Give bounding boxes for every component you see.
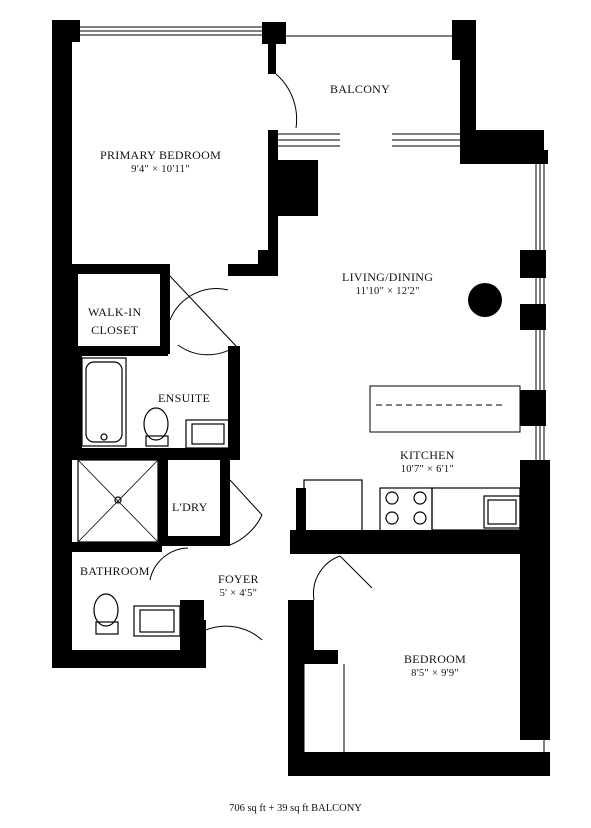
room-dimensions: 5' × 4'5" <box>219 588 258 600</box>
bathroom-label: BATHROOM <box>80 562 150 580</box>
room-name: PRIMARY BEDROOM <box>100 148 222 162</box>
area-summary: 706 sq ft + 39 sq ft BALCONY <box>229 803 362 814</box>
balcony-label: BALCONY <box>330 80 390 98</box>
room-name: WALK-IN <box>88 305 142 319</box>
room-dimensions: 10'7" × 6'1" <box>400 464 455 476</box>
sink <box>185 419 231 449</box>
walk-in-closet-label: WALK-IN CLOSET <box>88 303 141 340</box>
column <box>468 283 502 317</box>
room-dimensions: 11'10" × 12'2" <box>355 286 420 298</box>
bathtub <box>81 357 127 447</box>
fridge <box>303 479 363 533</box>
shower <box>77 459 159 543</box>
room-dimensions: 9'4" × 10'11" <box>131 164 190 176</box>
windows-and-lines <box>80 26 545 752</box>
room-dimensions: 8'5" × 9'9" <box>411 668 459 680</box>
walls <box>52 20 550 776</box>
fixtures <box>77 357 521 637</box>
kitchen-sink <box>483 495 521 529</box>
columns <box>468 283 502 317</box>
ensuite-label: ENSUITE <box>158 389 210 407</box>
living-dining-label: LIVING/DINING 11'10" × 12'2" <box>342 268 433 298</box>
room-name: ENSUITE <box>158 391 211 405</box>
room-name-line2: CLOSET <box>91 323 139 338</box>
room-name: L'DRY <box>172 500 208 514</box>
primary-bedroom-label: PRIMARY BEDROOM 9'4" × 10'11" <box>100 146 221 176</box>
room-name: BEDROOM <box>404 652 467 666</box>
room-name: BATHROOM <box>80 564 150 578</box>
room-name: FOYER <box>218 572 259 586</box>
room-name: KITCHEN <box>400 448 455 462</box>
toilet <box>143 407 169 441</box>
room-name: BALCONY <box>330 82 391 96</box>
laundry-label: L'DRY <box>172 498 208 516</box>
bedroom-label: BEDROOM 8'5" × 9'9" <box>404 650 466 680</box>
foyer-label: FOYER 5' × 4'5" <box>218 570 259 600</box>
room-name: LIVING/DINING <box>342 270 434 284</box>
kitchen-label: KITCHEN 10'7" × 6'1" <box>400 446 455 476</box>
